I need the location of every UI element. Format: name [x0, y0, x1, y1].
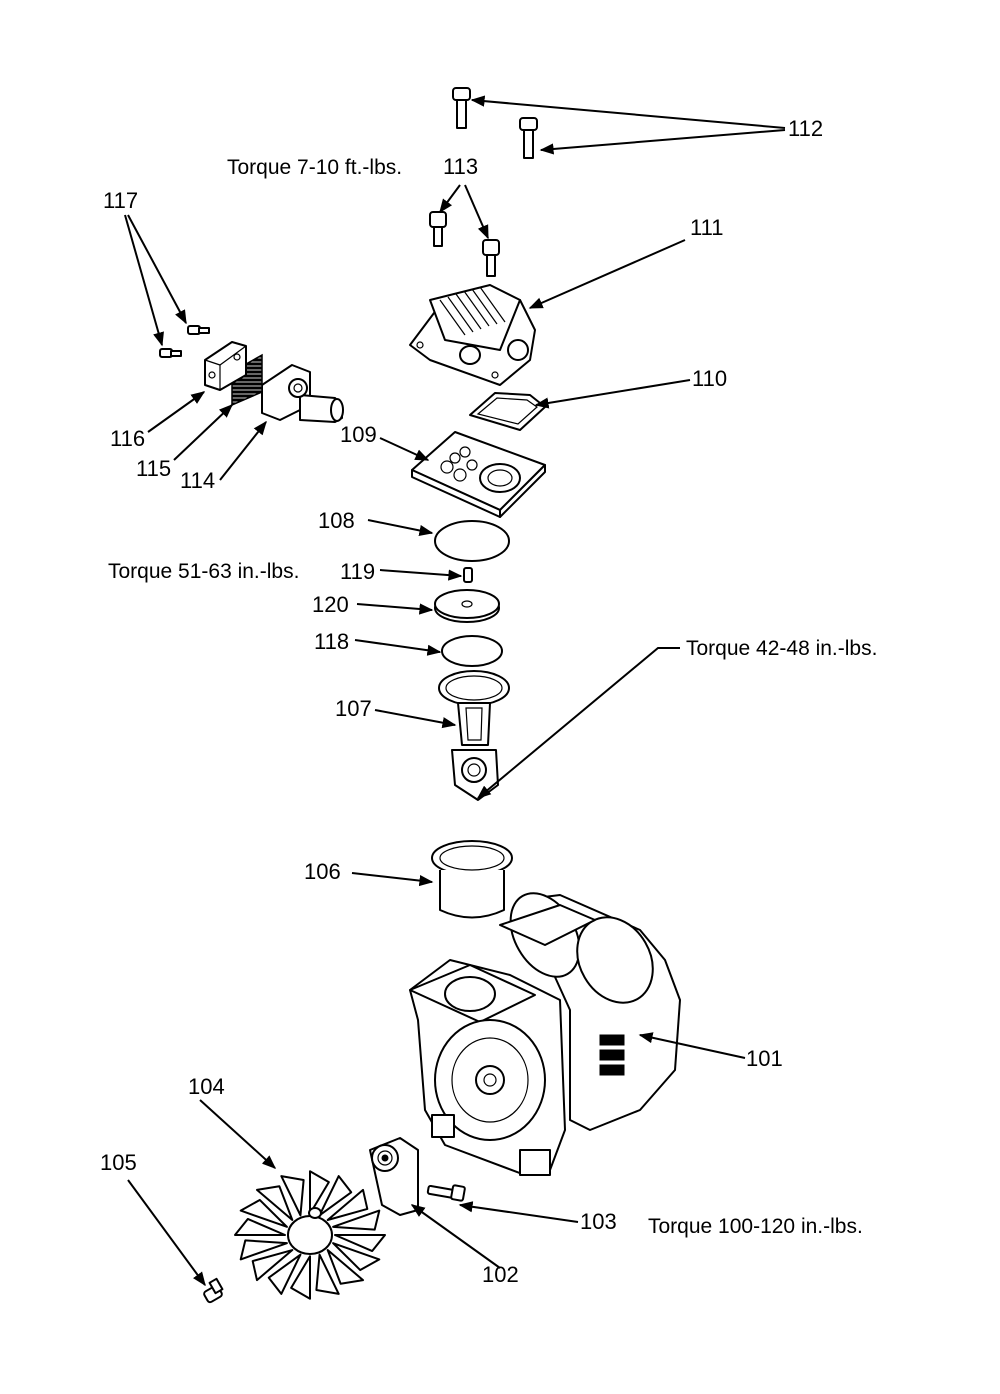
part-104-fan — [234, 1170, 386, 1300]
callout-110: 110 — [692, 366, 728, 391]
callout-119: 119 — [340, 559, 376, 584]
leader-lines — [124, 95, 786, 1287]
fan-blade — [334, 1234, 386, 1253]
fan-blade — [251, 1249, 294, 1282]
part-103-bolt — [426, 1184, 466, 1202]
callout-113: 113 — [443, 154, 479, 179]
part-109-valve-plate — [411, 431, 546, 518]
callout-112: 112 — [788, 116, 824, 141]
fan-blade — [318, 1175, 353, 1217]
fan-blade — [309, 1170, 330, 1215]
callout-120: 120 — [312, 592, 349, 617]
callout-104: 104 — [188, 1074, 225, 1099]
callout-118: 118 — [314, 629, 350, 654]
part-113-bolts — [429, 211, 500, 277]
callout-115: 115 — [136, 456, 172, 481]
fan-blade — [280, 1175, 305, 1217]
torque-note-rod-bolt: Torque 42-48 in.-lbs. — [686, 637, 878, 660]
fan-blade — [255, 1185, 294, 1221]
part-114-shaft-assembly — [261, 364, 344, 423]
part-118-ring — [441, 635, 503, 667]
callout-117: 117 — [103, 188, 139, 213]
part-105-screw — [203, 1277, 224, 1304]
part-112-studs — [452, 87, 538, 159]
callout-116: 116 — [110, 426, 146, 451]
fan-blade — [290, 1255, 311, 1300]
part-111-cylinder-head — [409, 284, 536, 386]
callout-102: 102 — [482, 1262, 519, 1287]
callout-114: 114 — [180, 468, 216, 493]
part-110-gasket — [469, 392, 546, 431]
callout-106: 106 — [304, 859, 341, 884]
part-101-motor-crankcase — [409, 892, 681, 1176]
part-102-eccentric — [369, 1137, 419, 1216]
part-108-o-ring — [434, 520, 510, 562]
callout-111: 111 — [690, 215, 724, 240]
callout-109: 109 — [340, 422, 377, 447]
torque-note-head-bolts: Torque 7-10 ft.-lbs. — [227, 156, 403, 179]
part-116-block — [204, 341, 247, 391]
callout-103: 103 — [580, 1209, 617, 1234]
fan-blade — [234, 1217, 286, 1236]
fan-blade — [326, 1249, 365, 1285]
part-119-screw — [463, 567, 473, 583]
callout-107: 107 — [335, 696, 372, 721]
part-115-filter — [231, 353, 263, 407]
fan-blade — [239, 1198, 288, 1228]
fan-blade — [315, 1253, 340, 1295]
part-117-screws — [159, 325, 210, 358]
callout-108: 108 — [318, 508, 355, 533]
fan-blade — [239, 1239, 288, 1261]
fan-hub — [287, 1215, 333, 1255]
part-120-retainer — [434, 589, 500, 623]
torque-note-valve-screw: Torque 51-63 in.-lbs. — [108, 560, 300, 583]
fan-blade — [332, 1242, 381, 1272]
fan-blade — [267, 1253, 302, 1295]
part-106-cylinder-sleeve — [431, 840, 513, 919]
callout-105: 105 — [100, 1150, 137, 1175]
fan-bore — [308, 1207, 322, 1219]
fan-blade — [332, 1209, 381, 1231]
callout-101: 101 — [746, 1046, 783, 1071]
fan-blade — [326, 1188, 369, 1221]
torque-note-eccentric-bolt: Torque 100-120 in.-lbs. — [648, 1215, 863, 1238]
